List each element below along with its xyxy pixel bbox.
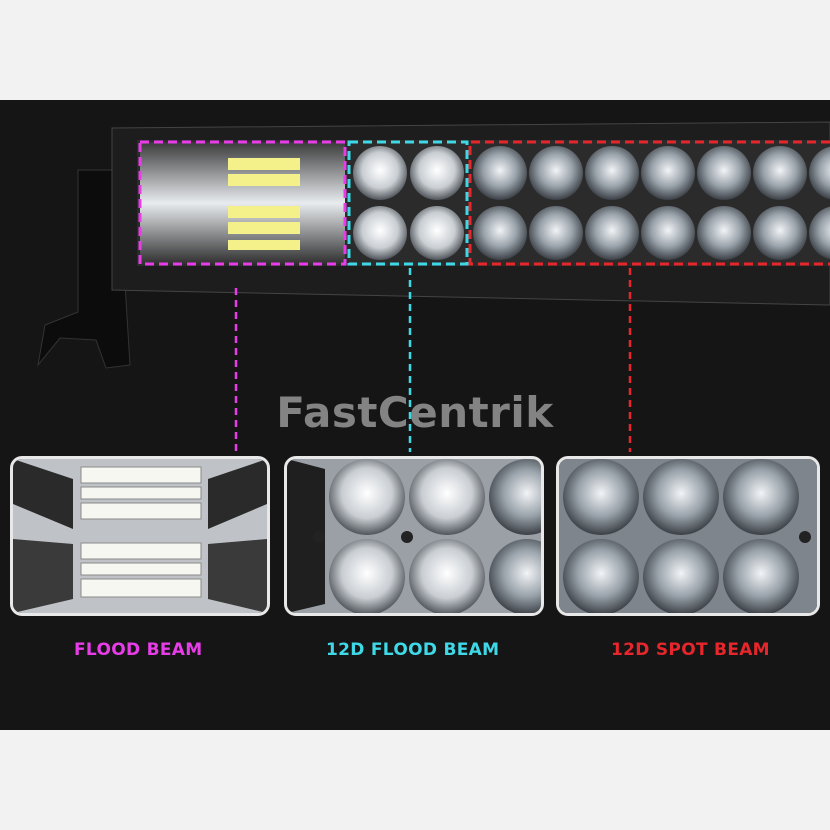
light-bar-illustration [37,121,830,452]
product-photo [0,100,830,730]
flood-beam-closeup [10,456,270,616]
12d-flood-beam-closeup [284,456,544,616]
watermark: FastCentrik [276,388,554,437]
12d-spot-beam-label: 12D SPOT BEAM [611,640,770,660]
12d-spot-beam-closeup [556,456,820,616]
flood-beam-label: FLOOD BEAM [74,640,203,660]
12d-flood-beam-label: 12D FLOOD BEAM [326,640,500,660]
